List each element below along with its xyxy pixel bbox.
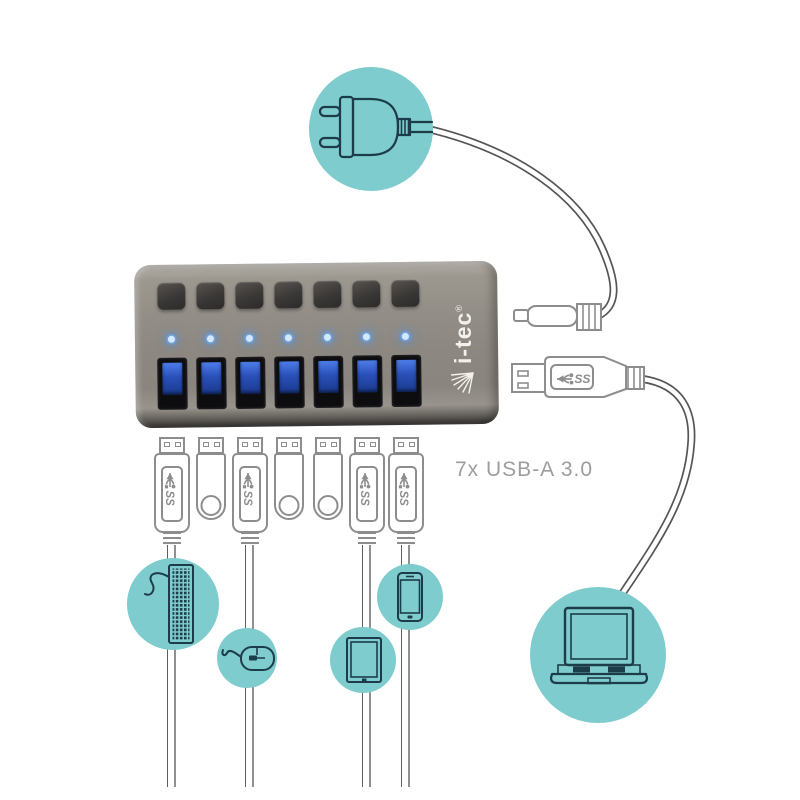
usb-tip-hole — [408, 442, 415, 447]
flash-drive-body — [313, 453, 343, 520]
flash-drive-loop-hole — [317, 495, 339, 516]
hub-power-button[interactable] — [313, 280, 342, 309]
led-indicator — [245, 334, 253, 342]
usb-a-metal-tip — [276, 437, 302, 454]
led-indicator — [323, 333, 331, 341]
usb-port-tongue — [162, 362, 183, 395]
usb-tip-hole — [397, 442, 404, 447]
hub-power-button[interactable] — [352, 280, 381, 308]
mouse-circle — [217, 628, 277, 688]
cable-strain-relief — [241, 532, 259, 545]
usb-a-metal-tip — [354, 437, 380, 454]
usb-tip-hole — [369, 442, 376, 447]
power-plug-icon — [318, 95, 434, 159]
tablet-icon — [346, 637, 382, 683]
usb-tip-hole — [319, 442, 326, 447]
usb-port-tongue — [396, 359, 417, 393]
usb-b-cable — [616, 375, 696, 600]
svg-text:SS: SS — [241, 491, 253, 507]
svg-text:SS: SS — [358, 491, 370, 507]
usb-port[interactable] — [274, 356, 305, 409]
usb-port[interactable] — [235, 356, 266, 409]
led-indicator — [401, 332, 409, 340]
usb-tip-hole — [163, 442, 170, 447]
usb-a-plug-label: SS — [239, 466, 261, 522]
hub-power-button[interactable] — [235, 281, 264, 309]
usb-a-plug-label: SS — [395, 466, 417, 522]
usb-ss-logo: SS — [163, 472, 177, 507]
usb-a-metal-tip — [237, 437, 263, 454]
mouse-icon — [221, 646, 275, 671]
led-indicator — [206, 335, 214, 343]
itec-fan-icon — [451, 372, 474, 394]
dc-power-connector — [513, 303, 602, 331]
usb-a-plug-body: SS — [154, 453, 190, 533]
usb-a-plug-body: SS — [388, 453, 424, 533]
tablet-circle — [330, 627, 396, 693]
usb-a-metal-tip — [198, 437, 224, 454]
usb-a-metal-tip — [315, 437, 341, 454]
laptop-icon — [549, 606, 649, 685]
led-indicator — [167, 335, 175, 343]
cable-to-keyboard — [167, 542, 176, 787]
laptop-circle — [530, 587, 666, 723]
usb-port[interactable] — [352, 355, 383, 408]
svg-text:SS: SS — [574, 372, 590, 386]
ports-caption: 7x USB-A 3.0 — [455, 458, 594, 481]
svg-text:SS: SS — [163, 491, 175, 507]
usb-port-tongue — [318, 360, 339, 393]
flash-drive-loop-hole — [200, 495, 222, 516]
hub-power-button[interactable] — [274, 281, 303, 309]
usb-port[interactable] — [313, 355, 344, 409]
keyboard-icon — [144, 564, 194, 644]
usb-tip-hole — [280, 442, 287, 447]
usb-a-plug-body: SS — [349, 453, 385, 533]
usb-tip-hole — [330, 442, 337, 447]
usb-a-plug-body: SS — [232, 453, 268, 533]
usb-port-tongue — [240, 361, 261, 394]
usb-tip-hole — [291, 442, 298, 447]
hub-power-button[interactable] — [391, 279, 420, 308]
led-indicator — [284, 334, 292, 342]
flash-drive-body — [196, 453, 226, 520]
smartphone-circle — [377, 564, 443, 630]
usb-port-tongue — [357, 360, 378, 393]
usb-tip-hole — [252, 442, 259, 447]
usb-port[interactable] — [196, 357, 227, 410]
cable-strain-relief — [163, 532, 181, 545]
usb-port[interactable] — [391, 354, 422, 408]
usb-a-metal-tip — [159, 437, 185, 454]
cable-strain-relief — [397, 532, 415, 545]
usb-tip-hole — [241, 442, 248, 447]
flash-drive-loop-hole — [278, 495, 300, 516]
usb-a-plug-label: SS — [161, 466, 183, 522]
svg-text:SS: SS — [397, 491, 409, 507]
usb-port-tongue — [279, 361, 300, 394]
registered-mark: ® — [453, 304, 464, 312]
usb-a-plug-label: SS — [356, 466, 378, 522]
flash-drive-body — [274, 453, 304, 520]
usb-ss-logo: SS — [241, 472, 255, 507]
keyboard-circle — [127, 558, 219, 650]
usb-b-plug: SS — [511, 356, 645, 398]
usb-a-metal-tip — [393, 437, 419, 454]
usb-tip-hole — [202, 442, 209, 447]
usb-ss-logo: SS — [358, 472, 372, 507]
brand-logo: i-tec® — [445, 277, 481, 395]
cable-strain-relief — [358, 532, 376, 545]
usb-ss-logo: SS — [556, 372, 590, 386]
power-plug-circle — [309, 67, 434, 191]
brand-name: i-tec® — [449, 304, 476, 364]
smartphone-icon — [397, 572, 423, 622]
hub-power-button[interactable] — [157, 282, 186, 310]
usb-tip-hole — [358, 442, 365, 447]
usb-tip-hole — [174, 442, 181, 447]
usb-ss-logo: SS — [397, 472, 411, 507]
hub-power-button[interactable] — [196, 282, 225, 310]
usb-tip-hole — [213, 442, 220, 447]
usb-port-tongue — [201, 362, 222, 395]
led-indicator — [362, 333, 370, 341]
cable-to-smartphone — [401, 542, 410, 787]
usb-port[interactable] — [157, 357, 188, 410]
